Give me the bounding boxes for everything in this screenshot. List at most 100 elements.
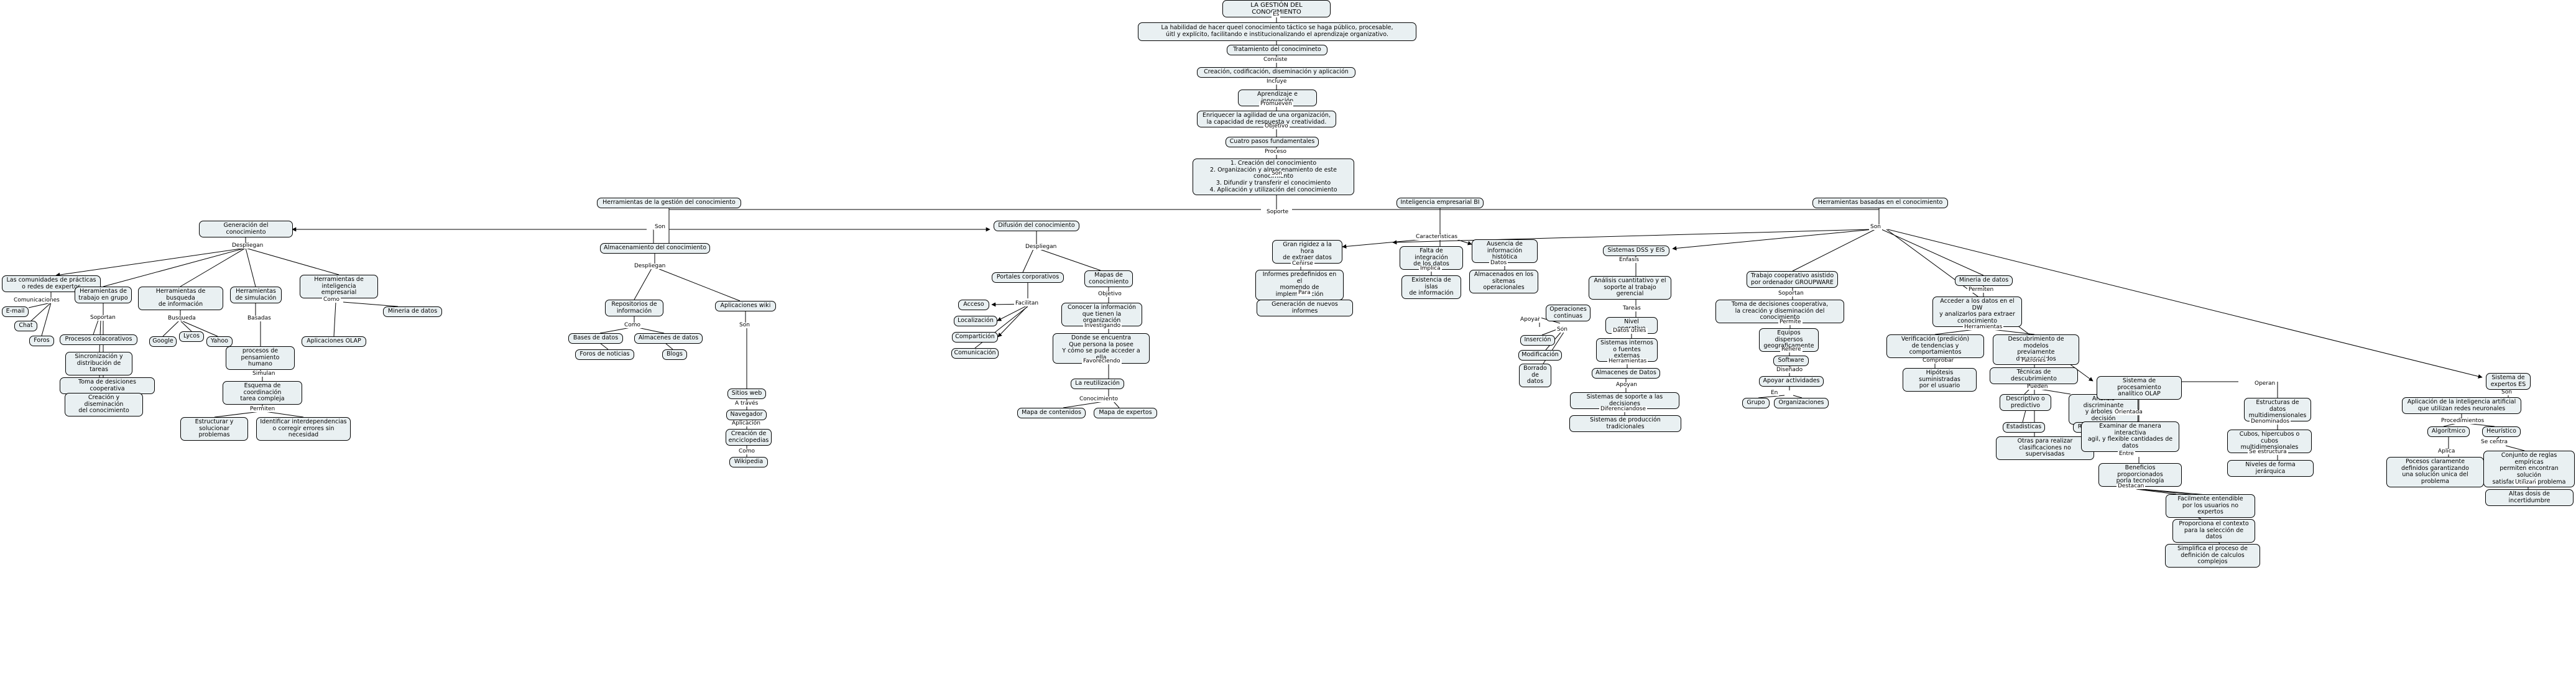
concept-node-a15[interactable]: procesos de pensamiento humano — [226, 346, 295, 370]
concept-node-e8[interactable]: Mineria de datos — [1955, 275, 2013, 286]
concept-node-b8[interactable]: Navegador — [726, 410, 767, 420]
concept-node-a14[interactable]: Herramientas de simulación — [230, 287, 282, 304]
concept-node-d17[interactable]: Sistemas de soporte a las decisiones — [1570, 392, 1679, 410]
concept-node-e7[interactable]: Organizaciones — [1774, 398, 1829, 408]
concept-node-e0[interactable]: Herramientas basadas en el conocimiento — [1812, 198, 1948, 208]
concept-node-b3[interactable]: Foros de noticias — [575, 349, 634, 360]
concept-node-n7[interactable]: Cuatro pasos fundamentales — [1226, 137, 1319, 147]
concept-node-g3[interactable]: Difusión del conocimiento — [994, 221, 1079, 231]
concept-node-d8[interactable]: Operaciones continuas — [1546, 305, 1590, 322]
concept-node-h3[interactable]: Heurístico — [2482, 426, 2521, 437]
concept-node-h1[interactable]: Aplicación de la inteligencia artificial… — [2402, 397, 2521, 415]
concept-node-c3[interactable]: Compartición — [952, 332, 998, 343]
concept-node-b1[interactable]: Repositorios de información — [605, 300, 663, 317]
concept-node-f8[interactable]: Niveles de forma jerárquica — [2227, 460, 2314, 477]
concept-node-e6[interactable]: Grupo — [1742, 398, 1770, 408]
concept-node-c2[interactable]: Localización — [954, 316, 997, 326]
concept-node-a1[interactable]: Las comunidades de prácticas o redes de … — [2, 275, 101, 293]
concept-node-b9[interactable]: Creación de enciclopedias — [726, 429, 772, 446]
concept-node-e2[interactable]: Toma de decisiones cooperativa, la creac… — [1715, 300, 1844, 323]
concept-node-h4[interactable]: Pocesos claramente definidos garantizand… — [2386, 457, 2484, 487]
concept-node-a20[interactable]: Mineria de datos — [383, 306, 442, 317]
concept-node-e9[interactable]: Acceder a los datos en el DW y analizarl… — [1932, 297, 2022, 327]
concept-node-a8[interactable]: Toma de desiciones cooperativa — [60, 377, 155, 395]
concept-node-e11[interactable]: Hipótesis suministradas por el usuario — [1903, 368, 1977, 392]
concept-node-d4[interactable]: Falta de integración de los datos — [1400, 246, 1463, 270]
concept-node-a19[interactable]: Herramientas de inteligencia empresarial — [300, 275, 378, 298]
concept-node-g0[interactable]: Herramientas de la gestión del conocimie… — [597, 198, 741, 208]
concept-node-d3[interactable]: Generación de nuevos informes — [1257, 300, 1353, 317]
concept-node-n3[interactable]: Tratamiento del conocimineto — [1227, 45, 1327, 55]
concept-node-n8[interactable]: 1. Creación del conocimiento 2. Organiza… — [1193, 159, 1354, 196]
concept-node-c10[interactable]: Mapa de contenidos — [1017, 408, 1086, 418]
concept-node-d9[interactable]: Inserción — [1520, 335, 1555, 346]
concept-node-e3[interactable]: Equipos dispersos geograficamente — [1759, 328, 1819, 352]
concept-node-b7[interactable]: Sitios web — [727, 389, 766, 399]
concept-node-c1[interactable]: Acceso — [958, 300, 989, 310]
concept-node-f4[interactable]: Proporciona el contexto para la selecció… — [2172, 519, 2255, 543]
concept-node-a5[interactable]: Heramientas de trabajo en grupo — [75, 287, 132, 304]
concept-node-e13[interactable]: Técnicas de descubrimiento — [1990, 367, 2078, 385]
concept-node-e14[interactable]: Descriptivo o predictivo — [2000, 394, 2051, 412]
concept-node-f2[interactable]: Beneficios proporcionados porla tecnolog… — [2098, 463, 2182, 487]
concept-node-c11[interactable]: Mapa de expertos — [1094, 408, 1157, 418]
concept-node-a10[interactable]: Herramientas de busqueda de información — [138, 287, 223, 310]
concept-node-e1[interactable]: Trabajo cooperativo asistido por ordenad… — [1747, 271, 1838, 288]
concept-node-a3[interactable]: Chat — [14, 321, 37, 331]
concept-node-b4[interactable]: Almacenes de datos — [634, 333, 703, 344]
concept-node-d18[interactable]: Sistemas de producción tradicionales — [1569, 415, 1681, 433]
concept-node-d6[interactable]: Ausencia de información histótica — [1472, 239, 1538, 263]
concept-node-d10[interactable]: Modificación — [1518, 350, 1562, 361]
concept-node-a16[interactable]: Esquema de coordinación tarea compleja — [223, 381, 302, 405]
concept-node-a17[interactable]: Estructurar y solucionar problemas — [180, 417, 248, 441]
concept-node-h0[interactable]: Sistema de expertos ES — [2486, 373, 2531, 390]
concept-node-a13[interactable]: Yahoo — [206, 336, 233, 347]
concept-node-f7[interactable]: Cubos, hipercubos o cubos multidimension… — [2227, 430, 2312, 453]
concept-node-d15[interactable]: Sistemas internos o fuentes externas — [1596, 338, 1658, 362]
concept-node-d0[interactable]: Inteligencia empresarial BI — [1396, 198, 1484, 208]
concept-node-a4[interactable]: Foros — [29, 336, 54, 346]
concept-node-a2[interactable]: E-mail — [2, 306, 29, 317]
concept-node-f5[interactable]: Simplifica el proceso de definición de c… — [2165, 544, 2260, 568]
concept-node-g1[interactable]: Generación del conocimiento — [199, 221, 293, 238]
concept-node-d11[interactable]: Borrado de datos — [1519, 364, 1551, 387]
concept-node-d13[interactable]: Análisis cuantitativo y el soporte al tr… — [1589, 276, 1671, 300]
concept-node-f3[interactable]: Facilmente entendible por los usuarios n… — [2166, 494, 2255, 518]
concept-node-h6[interactable]: Altas dosis de incertidumbre — [2485, 489, 2574, 507]
concept-node-e4[interactable]: Software — [1773, 356, 1809, 366]
concept-node-d12[interactable]: Sistemas DSS y EIS — [1603, 246, 1669, 256]
link-label: Utilizan — [2514, 479, 2537, 485]
concept-node-e15[interactable]: Estadisticas — [2003, 422, 2045, 433]
concept-node-c8[interactable]: Donde se encuentra Que persona la posee … — [1053, 333, 1150, 364]
concept-node-e5[interactable]: Apoyar actividades — [1759, 376, 1824, 387]
concept-node-a12[interactable]: Lycos — [179, 331, 204, 342]
concept-node-a18[interactable]: Identificar interdependencias o corregir… — [256, 417, 351, 441]
concept-node-a6[interactable]: Procesos colacorativos — [60, 334, 137, 345]
concept-node-c9[interactable]: La reutilización — [1071, 379, 1124, 389]
concept-node-a9[interactable]: Creación y diseminación del conocimiento — [65, 393, 143, 416]
concept-node-f0[interactable]: Sistema de procesamiento analítico OLAP — [2097, 376, 2182, 400]
concept-node-h2[interactable]: Algorítmico — [2427, 426, 2470, 437]
concept-node-a7[interactable]: Sincronización y distribución de tareas — [65, 352, 132, 375]
concept-node-c6[interactable]: Mapas de conocimiento — [1084, 270, 1133, 288]
concept-node-e18[interactable]: Otras para realizar clasificaciones no s… — [1996, 436, 2094, 460]
concept-node-d5[interactable]: Existencia de islas de información — [1401, 275, 1461, 299]
concept-node-g2[interactable]: Almacenamiento del conocimiento — [600, 243, 710, 254]
concept-node-b2[interactable]: Bases de datos — [568, 333, 623, 344]
concept-node-n4[interactable]: Creación, codificación, diseminación y a… — [1197, 67, 1355, 78]
concept-node-f1[interactable]: Examinar de manera interactiva agil, y f… — [2081, 421, 2179, 452]
concept-node-c7[interactable]: Conocer la información que tienen la org… — [1061, 303, 1142, 326]
concept-node-c4[interactable]: Comunicación — [951, 348, 999, 359]
concept-node-a11[interactable]: Google — [149, 336, 177, 347]
concept-node-d7[interactable]: Almacenados en los sitemas operacionales — [1469, 270, 1538, 293]
concept-node-n2[interactable]: La habilidad de hacer queel conocimiento… — [1138, 22, 1416, 41]
concept-node-b10[interactable]: Wikipedia — [729, 457, 768, 467]
concept-node-a21[interactable]: Aplicaciones OLAP — [302, 336, 366, 347]
concept-node-f6[interactable]: Estructuras de datos multidimensionales — [2244, 398, 2311, 421]
concept-node-d16[interactable]: Almacenes de Datos — [1592, 368, 1660, 379]
concept-node-d1[interactable]: Gran rigidez a la hora de extraer datos — [1272, 240, 1342, 264]
concept-node-c5[interactable]: Portales corporativos — [992, 272, 1064, 283]
concept-node-b5[interactable]: Blogs — [662, 349, 687, 360]
concept-node-e10[interactable]: Verificación (predición) de tendencias y… — [1886, 334, 1984, 358]
concept-node-b6[interactable]: Aplicaciones wiki — [715, 301, 776, 311]
